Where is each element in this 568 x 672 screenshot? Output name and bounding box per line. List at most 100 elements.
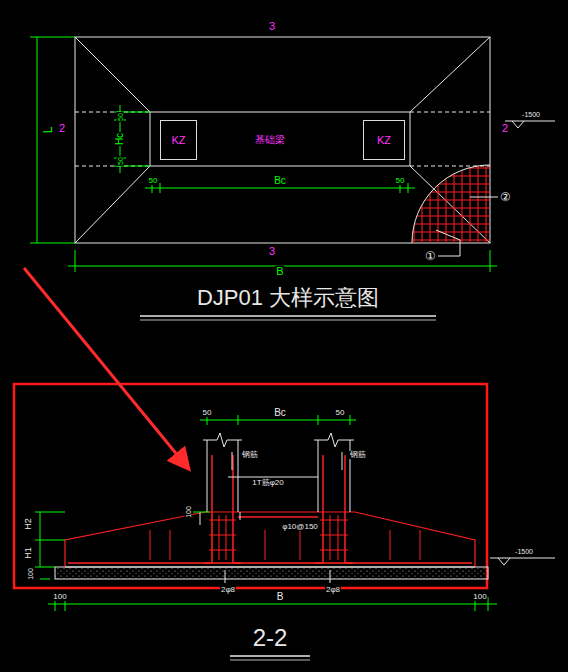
line <box>330 570 331 583</box>
line <box>512 121 524 128</box>
drawing-label: ② <box>499 191 512 203</box>
drawing-label: -1500 <box>521 111 541 118</box>
line <box>75 37 150 112</box>
line <box>170 530 171 560</box>
line <box>350 415 351 425</box>
line <box>420 530 421 560</box>
drawing-label: 3 <box>268 21 276 32</box>
line <box>65 512 475 567</box>
line <box>226 515 227 560</box>
drawing-label: 100 <box>472 593 487 601</box>
hatch-boundary <box>412 165 490 243</box>
line <box>410 37 490 112</box>
line <box>209 550 236 551</box>
line <box>322 455 324 563</box>
line <box>320 520 348 521</box>
line <box>140 315 436 316</box>
line <box>75 166 150 243</box>
line <box>35 540 65 541</box>
drawing-title: DJP01 大样示意图 <box>196 287 380 309</box>
line <box>410 112 490 113</box>
drawing-label: L <box>42 126 54 135</box>
line <box>318 415 319 425</box>
line <box>344 455 346 563</box>
drawing-label: 钢筋 <box>241 451 259 459</box>
line <box>203 433 242 447</box>
line <box>408 183 409 193</box>
line <box>320 535 348 536</box>
drawing-label: 2φ8 <box>325 586 341 594</box>
drawing-label: H1 <box>24 546 33 560</box>
drawing-label: -1500 <box>514 548 534 555</box>
drawing-label: Bc <box>273 176 287 186</box>
line <box>200 512 201 525</box>
footing-outline <box>75 37 490 243</box>
line <box>490 250 491 272</box>
line <box>225 570 226 583</box>
drawing-label: 2 <box>58 123 66 134</box>
line <box>498 558 510 565</box>
drawing-label: 100 <box>27 567 34 581</box>
drawing-label: Hc <box>115 132 125 146</box>
line <box>75 112 150 113</box>
drawing-label: 50 <box>117 156 124 166</box>
line <box>240 512 241 520</box>
line <box>35 567 55 568</box>
line <box>209 535 236 536</box>
line <box>338 515 339 560</box>
drawing-label: 2 <box>501 123 509 134</box>
line <box>490 558 555 559</box>
line <box>35 512 65 513</box>
line <box>207 440 208 512</box>
line <box>160 183 161 193</box>
drawing-label: 100 <box>185 505 192 519</box>
line <box>230 655 310 656</box>
drawing-label: 1T筋φ20 <box>251 479 284 487</box>
drawing-label: 50 <box>335 409 346 417</box>
line <box>238 440 239 512</box>
drawing-label: 50 <box>395 177 406 185</box>
line <box>48 604 497 605</box>
line <box>211 455 213 563</box>
line <box>342 452 343 470</box>
line <box>470 197 498 198</box>
line <box>145 188 415 189</box>
line <box>228 477 318 478</box>
line <box>40 579 50 580</box>
drawing-label: 50 <box>202 409 213 417</box>
line <box>37 37 38 243</box>
drawing-label: Bc <box>273 408 287 418</box>
drawing-label: 50 <box>148 177 159 185</box>
line <box>238 415 239 425</box>
drawing-label: 100 <box>52 593 67 601</box>
line <box>30 243 75 244</box>
line <box>209 520 236 521</box>
drawing-label: B <box>275 266 284 277</box>
line <box>65 567 475 568</box>
drawing-label: 50 <box>117 112 124 122</box>
line <box>320 550 348 551</box>
line <box>150 530 151 560</box>
column-label: KZ <box>171 135 185 146</box>
line <box>300 530 301 560</box>
drawing-label: 3 <box>268 246 276 257</box>
line <box>330 515 331 560</box>
drawing-label: 2φ8 <box>220 586 236 594</box>
line <box>436 230 460 256</box>
drawing-label: φ10@150 <box>281 523 319 531</box>
line <box>390 530 391 560</box>
line <box>75 250 76 272</box>
drawing-label: B <box>276 592 285 602</box>
line <box>230 660 310 661</box>
line <box>232 455 234 563</box>
drawing-label: ① <box>424 250 437 262</box>
line <box>232 452 233 470</box>
drawing-label: 基础梁 <box>254 135 286 145</box>
line <box>219 515 220 560</box>
rebar-grid <box>410 160 492 245</box>
line <box>193 512 210 513</box>
drawing-label: 钢筋 <box>349 451 367 459</box>
drawing-label: H2 <box>24 517 33 531</box>
pedestal-outline <box>150 112 410 166</box>
